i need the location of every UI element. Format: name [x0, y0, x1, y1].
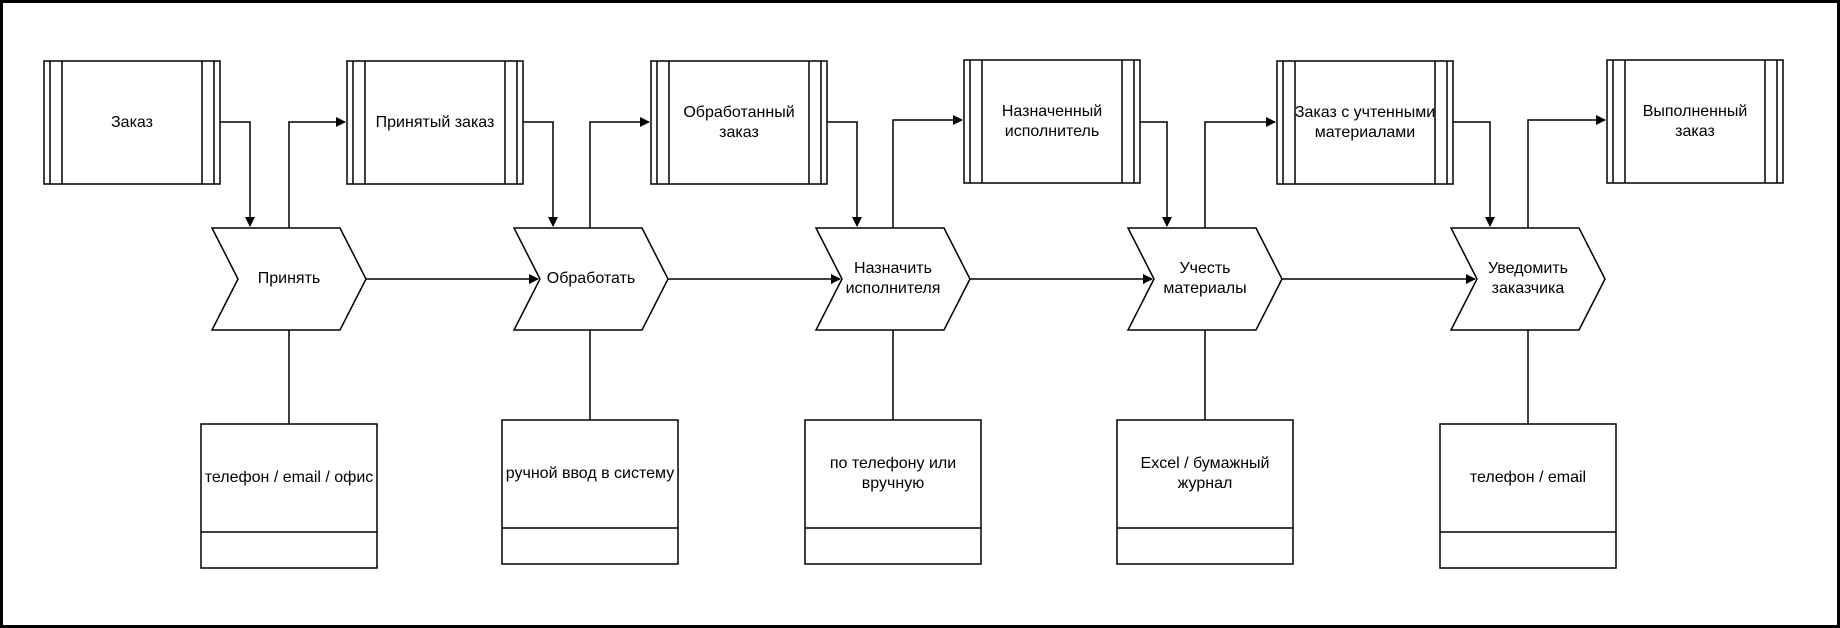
data-object-6 — [1606, 59, 1784, 184]
data-object-label: Заказ — [111, 113, 153, 131]
input-arrow-4 — [1140, 121, 1172, 227]
data-object-2 — [346, 60, 524, 185]
data-object-label: Назначенный исполнитель — [1001, 102, 1103, 140]
output-arrow-3 — [892, 115, 963, 228]
data-object-label: Заказ с учтенными материалами — [1294, 103, 1436, 141]
process-step-label: Принять — [257, 270, 321, 287]
process-step-label: Обработать — [546, 270, 636, 287]
process-step-3 — [814, 227, 971, 331]
process-step-2 — [512, 227, 669, 331]
data-object-label: Обработанный заказ — [683, 103, 795, 141]
process-step-label: Уведомить заказчика — [1488, 260, 1568, 297]
input-arrow-2 — [523, 121, 558, 227]
process-step-label: Учесть материалы — [1163, 260, 1247, 297]
process-step-4 — [1126, 227, 1283, 331]
output-arrow-5 — [1527, 115, 1606, 228]
process-step-5 — [1449, 227, 1606, 331]
output-arrow-2 — [589, 117, 650, 228]
output-arrow-1 — [288, 117, 346, 228]
process-step-label: Назначить исполнителя — [845, 260, 941, 297]
channel-label: телефон / email — [1469, 469, 1587, 486]
channel-label: по телефону или вручную — [829, 455, 957, 492]
channel-label: ручной ввод в систему — [505, 465, 675, 482]
input-arrow-1 — [220, 121, 255, 227]
input-arrow-5 — [1453, 121, 1495, 227]
process-step-1 — [210, 227, 367, 331]
data-object-label: Выполненный заказ — [1642, 102, 1748, 140]
channel-label: Excel / бумажный журнал — [1140, 455, 1270, 492]
data-object-label: Принятый заказ — [375, 113, 495, 131]
channel-label: телефон / email / офис — [204, 469, 374, 486]
output-arrow-4 — [1204, 117, 1276, 228]
input-arrow-3 — [827, 121, 862, 227]
